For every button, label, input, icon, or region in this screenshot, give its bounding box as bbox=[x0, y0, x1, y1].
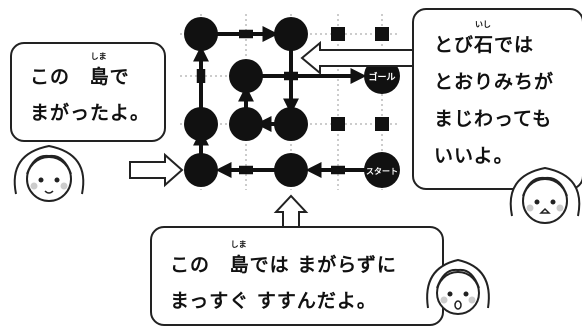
kanji: 石 bbox=[474, 34, 495, 56]
right-bubble-line2: とおりみちが bbox=[434, 71, 555, 93]
left-pointer-arrow bbox=[129, 152, 184, 188]
goal-label: ゴール bbox=[368, 71, 395, 83]
furigana: しま bbox=[90, 52, 107, 61]
right-bubble-line4: いいよ。 bbox=[434, 145, 514, 167]
right-bubble-line1: とび いし 石では bbox=[434, 20, 535, 57]
square-stones bbox=[331, 27, 389, 131]
island bbox=[274, 17, 308, 51]
bottom-bubble-line1: この しま 島では まがらずに bbox=[170, 240, 397, 277]
furigana: いし bbox=[475, 20, 492, 29]
island bbox=[274, 153, 308, 187]
girl-character-right bbox=[509, 166, 581, 224]
bottom-bubble-line2: まっすぐ すすんだよ。 bbox=[170, 290, 377, 312]
bottom-pointer-arrow bbox=[273, 194, 309, 229]
kanji: 島 bbox=[229, 254, 250, 276]
right-pointer-arrow bbox=[300, 40, 421, 76]
start-label: スタート bbox=[366, 166, 398, 176]
left-bubble-line2: まがったよ。 bbox=[30, 102, 151, 124]
start-island bbox=[364, 152, 400, 188]
island bbox=[184, 153, 218, 187]
text: では まがらずに bbox=[249, 254, 397, 276]
left-speech-bubble bbox=[10, 42, 166, 142]
girl-character-left bbox=[13, 144, 85, 202]
bottom-speech-bubble bbox=[150, 226, 444, 326]
island bbox=[229, 59, 263, 93]
furigana: しま bbox=[230, 240, 247, 249]
girl-character-bottom bbox=[426, 258, 490, 315]
island bbox=[274, 107, 308, 141]
island bbox=[184, 17, 218, 51]
kanji: 島 bbox=[89, 66, 110, 88]
text: とび bbox=[434, 34, 475, 56]
text: この bbox=[170, 254, 211, 276]
right-speech-bubble bbox=[412, 8, 582, 190]
text: では bbox=[494, 34, 535, 56]
text: この bbox=[30, 66, 71, 88]
route-arrows bbox=[193, 26, 370, 178]
right-bubble-line3: まじわっても bbox=[434, 108, 553, 130]
island bbox=[229, 107, 263, 141]
island bbox=[184, 107, 218, 141]
text: で bbox=[109, 66, 130, 88]
left-bubble-line1: この しま 島で bbox=[30, 52, 130, 89]
